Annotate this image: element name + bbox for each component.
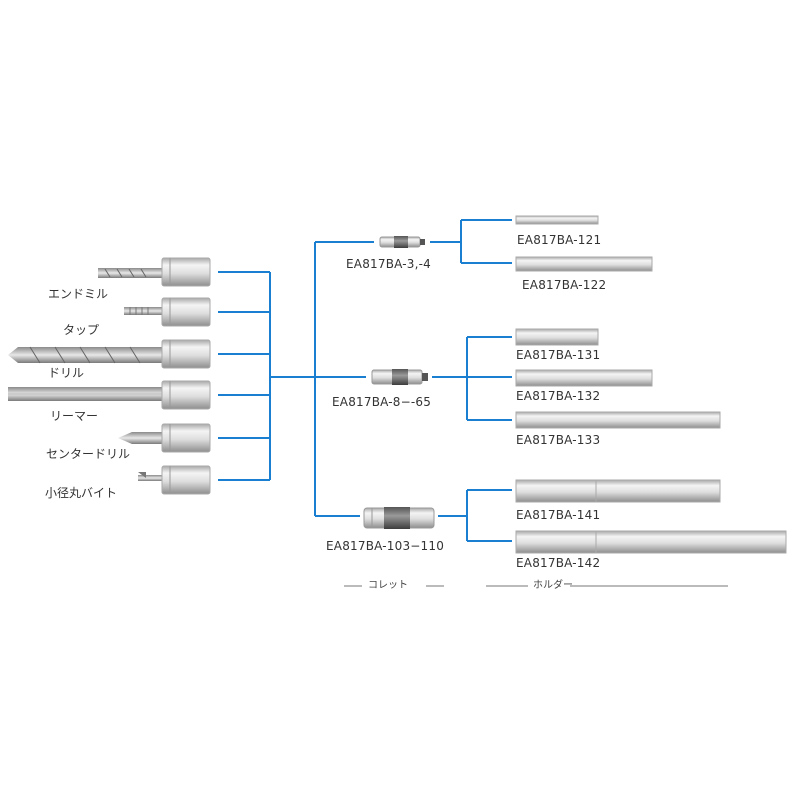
- tool-tap: [124, 297, 211, 327]
- collet-medium: [371, 369, 428, 385]
- collet-code-small: EA817BA-3,-4: [346, 257, 432, 271]
- holder-142: [515, 530, 787, 554]
- holder-code-133: EA817BA-133: [516, 433, 601, 447]
- tool-label-drill: ドリル: [48, 366, 85, 380]
- tool-label-small-boring-bar: 小径丸バイト: [45, 486, 118, 500]
- legend-collet: コレット: [368, 580, 408, 591]
- tool-label-end-mill: エンドミル: [48, 287, 109, 301]
- holder-133: [515, 411, 721, 429]
- tool-center-drill: [118, 423, 211, 453]
- holder-141: [515, 479, 721, 503]
- collet-code-medium: EA817BA-8−-65: [332, 395, 432, 409]
- holder-code-122: EA817BA-122: [522, 278, 607, 292]
- tool-label-center-drill: センタードリル: [46, 447, 131, 461]
- holder-code-141: EA817BA-141: [516, 508, 601, 522]
- holder-132: [515, 369, 653, 387]
- legend-holder: ホルダー: [533, 580, 573, 591]
- tool-small-boring-bar: [138, 465, 211, 495]
- holder-code-131: EA817BA-131: [516, 348, 601, 362]
- connector-lines: [218, 219, 512, 542]
- tool-label-tap: タップ: [63, 323, 100, 337]
- holder-code-132: EA817BA-132: [516, 389, 601, 403]
- collet-small: [379, 236, 425, 248]
- tool-reamer: [8, 380, 211, 410]
- collet-large: [363, 507, 435, 529]
- holder-121: [515, 215, 599, 225]
- tool-drill: [8, 339, 211, 369]
- holder-code-121: EA817BA-121: [517, 233, 602, 247]
- collet-code-large: EA817BA-103−110: [326, 539, 445, 553]
- holder-code-142: EA817BA-142: [516, 556, 601, 570]
- tool-end-mill: [98, 257, 211, 287]
- tool-label-reamer: リーマー: [50, 409, 99, 423]
- holder-131: [515, 328, 599, 346]
- holder-122: [515, 256, 653, 272]
